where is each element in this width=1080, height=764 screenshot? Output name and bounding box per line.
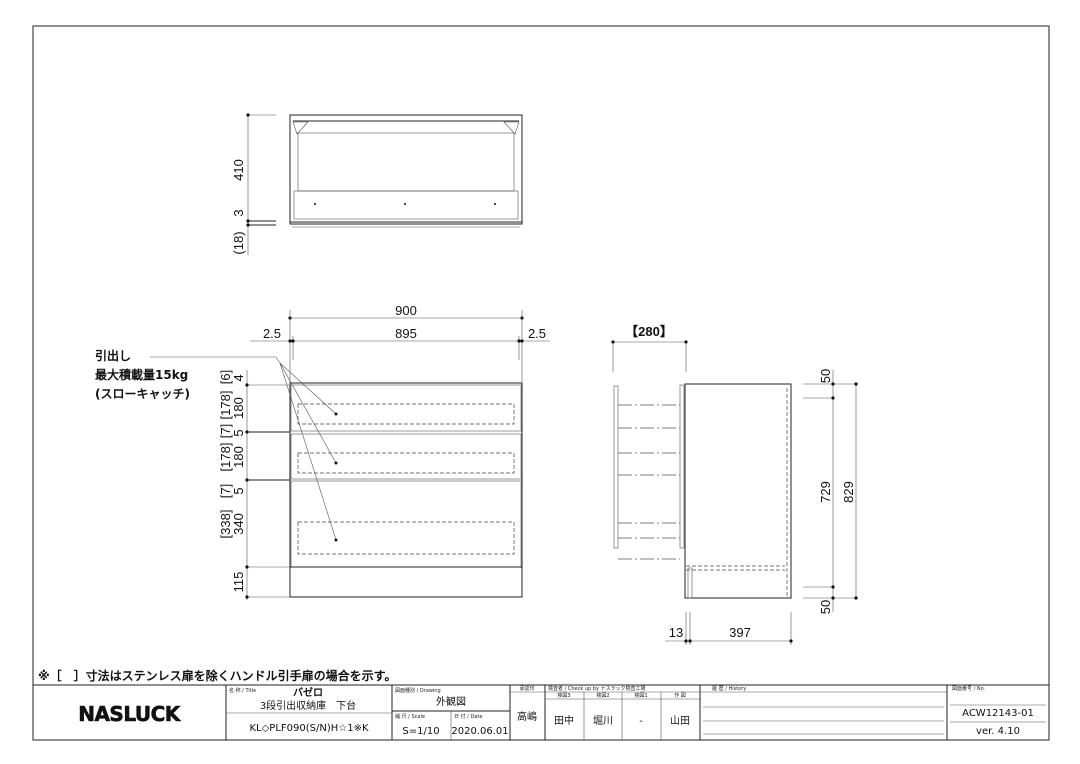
- checker-1-name: -: [639, 716, 643, 727]
- check-col-1: 検図1: [634, 692, 647, 699]
- drawing-number: ACW12143-01: [962, 708, 1034, 719]
- title-label: 名 称 / Title: [229, 687, 256, 694]
- side-view: 【280】 50 50 729 829 13 397: [611, 324, 858, 645]
- drafter-name: 山田: [670, 715, 690, 727]
- dim-13: 13: [669, 625, 683, 640]
- date-value: 2020.06.01: [451, 726, 508, 737]
- dim-280: 【280】: [625, 324, 673, 339]
- dim-410: 410: [231, 159, 246, 181]
- checker-3-name: 田中: [554, 714, 574, 727]
- drawer-max-load: 最大積載量15kg: [95, 367, 188, 382]
- dim-v-5b: 5: [231, 487, 246, 494]
- checker-2-name: 堀川: [593, 715, 613, 727]
- dim-bottom-50: 50: [818, 600, 833, 614]
- dim-b-7b: [7]: [218, 484, 233, 498]
- bracket-dimension-note: ※［ ］寸法はステンレス扉を除くハンドル引手扉の場合を示す。: [38, 668, 396, 683]
- dim-b-338: [338]: [218, 510, 233, 539]
- date-label: 日 付 / Date: [454, 713, 482, 720]
- dim-18: (18): [231, 231, 246, 254]
- top-view: 410 3 (18): [231, 113, 523, 255]
- drawing-version: ver. 4.10: [976, 726, 1020, 737]
- dim-729: 729: [818, 481, 833, 503]
- dim-right-gap: 2.5: [528, 326, 546, 341]
- check-col-2: 検図2: [596, 692, 609, 699]
- dim-v-180a: 180: [231, 397, 246, 419]
- scale-label: 縮 尺 / Scale: [395, 713, 425, 720]
- dim-b-178a: [178]: [218, 391, 233, 420]
- drawer-label: 引出し: [95, 348, 131, 363]
- check-col-3: 検図3: [557, 692, 570, 699]
- check-label: 検査者 / Check up by ナスラック検査工場: [548, 685, 646, 692]
- dim-b-178b: [178]: [218, 443, 233, 472]
- drawing-frame: [32, 25, 1050, 741]
- nasluck-logo: NASLUCK: [78, 702, 182, 726]
- dim-397: 397: [729, 625, 751, 640]
- drawer-soft-close: (スローキャッチ): [95, 387, 190, 401]
- model-number: KL◇PLF090(S/N)H☆1※K: [249, 723, 368, 734]
- drawing-type: 外観図: [436, 695, 466, 708]
- approval-label: 承認印: [519, 685, 534, 692]
- dim-top-50: 50: [818, 369, 833, 383]
- drafter-col: 作 図: [674, 692, 686, 699]
- dim-b-6: [6]: [218, 370, 233, 384]
- dim-v-115: 115: [231, 572, 246, 593]
- dim-left-gap: 2.5: [263, 326, 281, 341]
- dim-829: 829: [841, 481, 856, 503]
- drawing-type-label: 図面種別 / Drawing: [395, 687, 441, 694]
- title-block: NASLUCK 名 称 / Title バゼロ 3段引出収納庫 下台 KL◇PL…: [32, 684, 1050, 741]
- product-name: バゼロ: [293, 686, 323, 699]
- scale-value: S=1/10: [402, 726, 439, 737]
- approver-name: 高嶋: [517, 710, 537, 723]
- dim-v-4: 4: [231, 374, 246, 381]
- product-description: 3段引出収納庫 下台: [260, 699, 356, 712]
- dim-900: 900: [395, 303, 417, 318]
- front-view: 900 895 2.5 2.5 4 180 5 180 5 340 115 [6…: [95, 303, 550, 600]
- dim-v-5a: 5: [231, 429, 246, 436]
- dim-v-340: 340: [231, 513, 246, 535]
- history-label: 履 歴 / History: [712, 686, 746, 692]
- dim-3: 3: [231, 209, 246, 216]
- drawing-number-label: 図面番号 / No.: [952, 685, 986, 692]
- dim-v-180b: 180: [231, 446, 246, 468]
- dim-b-7a: [7]: [218, 424, 233, 438]
- dim-895: 895: [395, 326, 417, 341]
